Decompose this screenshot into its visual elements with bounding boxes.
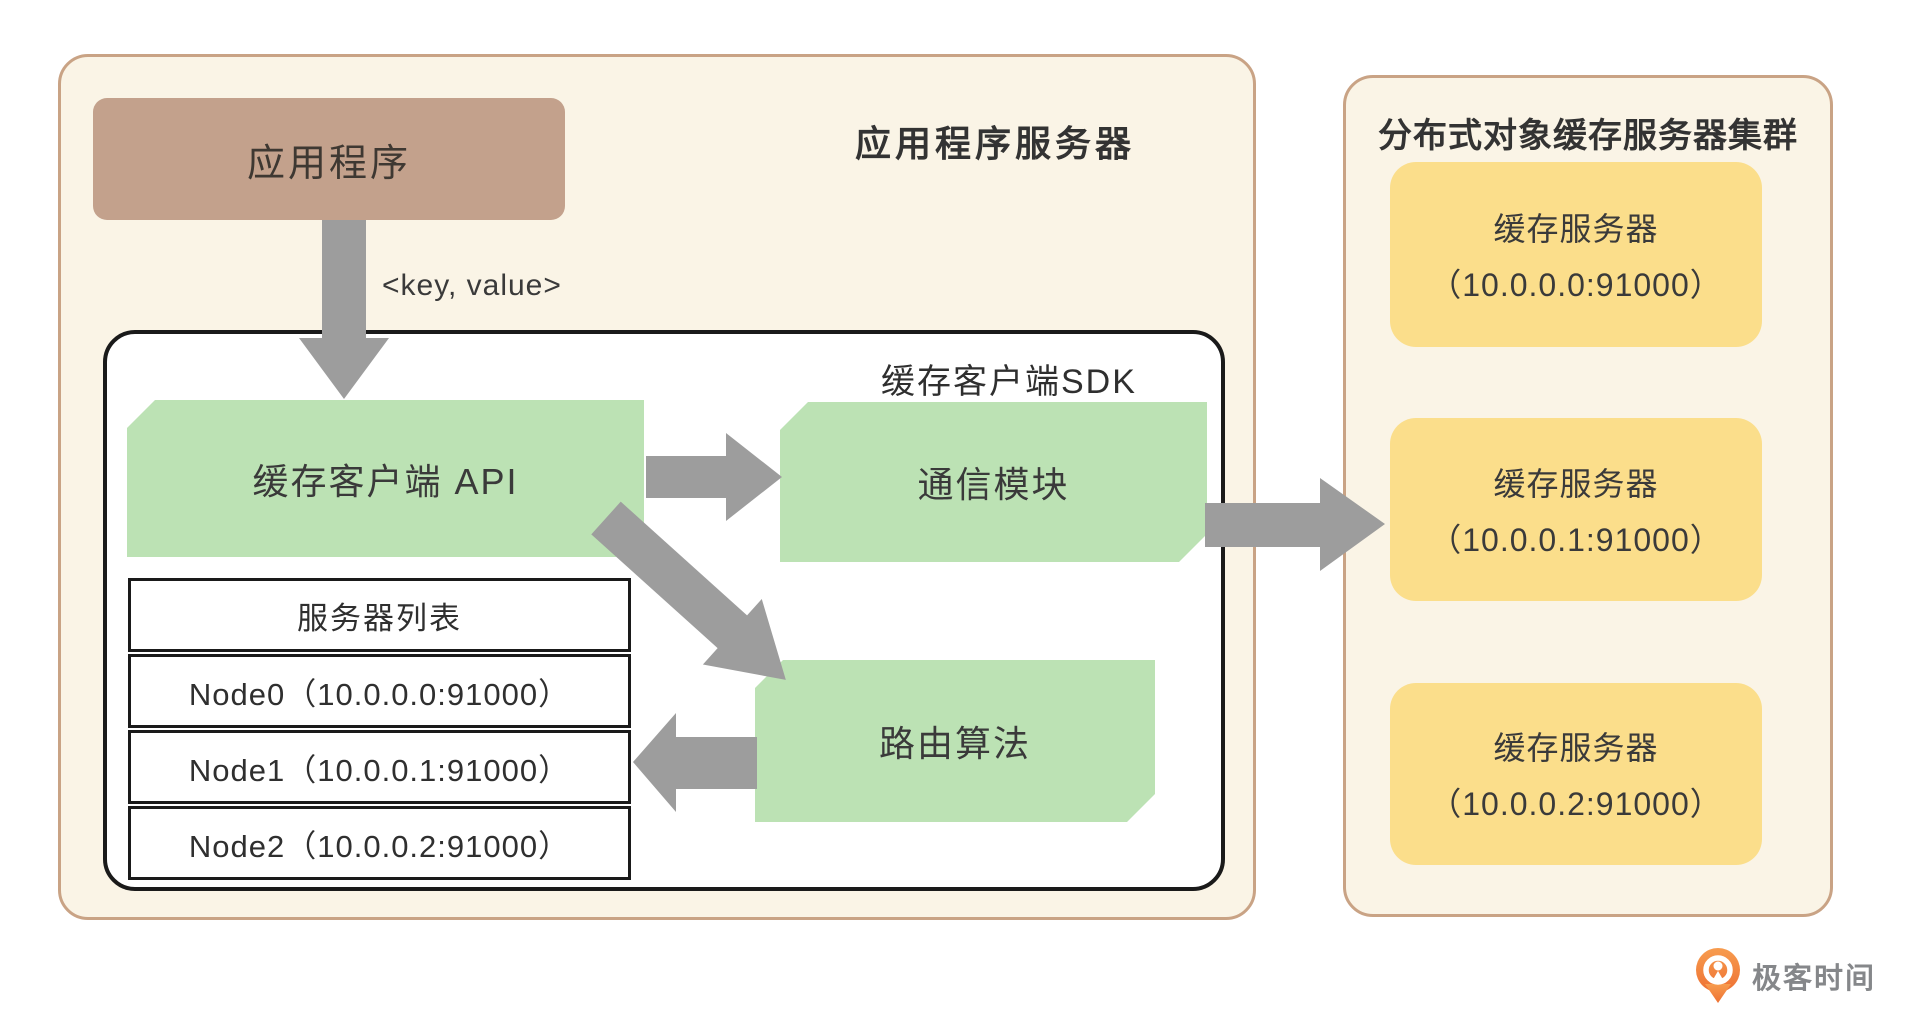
cache-server-box-2: 缓存服务器 （10.0.0.2:91000） bbox=[1390, 683, 1762, 865]
geektime-logo-icon bbox=[1696, 948, 1740, 1003]
cache-cluster-title: 分布式对象缓存服务器集群 bbox=[1378, 117, 1798, 155]
cache-client-api-label: 缓存客户端 API bbox=[252, 460, 519, 502]
cache-server-name: 缓存服务器 bbox=[1493, 210, 1659, 247]
geektime-logo: 极客时间 bbox=[1694, 946, 1876, 1006]
key-value-label: <key, value> bbox=[382, 269, 562, 302]
sdk-title: 缓存客户端SDK bbox=[881, 363, 1137, 401]
cache-server-box-0: 缓存服务器 （10.0.0.0:91000） bbox=[1390, 162, 1762, 347]
geektime-logo-text: 极客时间 bbox=[1752, 963, 1877, 995]
routing-algorithm-box: 路由算法 bbox=[755, 660, 1155, 822]
app-server-container: 应用程序服务器 应用程序 <key, value> 缓存客户端SDK 缓存客户端… bbox=[58, 54, 1256, 920]
application-box-label: 应用程序 bbox=[246, 142, 411, 185]
server-list-row-node2: Node2（10.0.0.2:91000） bbox=[128, 806, 631, 880]
communication-module-label: 通信模块 bbox=[917, 464, 1070, 505]
cache-server-name: 缓存服务器 bbox=[1493, 730, 1659, 766]
cache-cluster-container: 分布式对象缓存服务器集群 缓存服务器 （10.0.0.0:91000） 缓存服务… bbox=[1343, 75, 1833, 917]
cache-server-address: （10.0.0.0:91000） bbox=[1429, 266, 1723, 303]
application-box: 应用程序 bbox=[93, 98, 565, 220]
communication-module-box: 通信模块 bbox=[780, 402, 1207, 562]
cache-server-name: 缓存服务器 bbox=[1493, 465, 1659, 502]
server-list-row-node1: Node1（10.0.0.1:91000） bbox=[128, 730, 631, 804]
cache-client-api-box: 缓存客户端 API bbox=[127, 400, 644, 557]
server-list-row-node0: Node0（10.0.0.0:91000） bbox=[128, 654, 631, 728]
cache-server-address: （10.0.0.2:91000） bbox=[1429, 786, 1723, 822]
cache-server-box-1: 缓存服务器 （10.0.0.1:91000） bbox=[1390, 418, 1762, 601]
cache-server-address: （10.0.0.1:91000） bbox=[1429, 521, 1723, 558]
routing-algorithm-label: 路由算法 bbox=[878, 723, 1031, 764]
server-list-table: 服务器列表 Node0（10.0.0.0:91000） Node1（10.0.0… bbox=[128, 578, 631, 882]
app-server-title: 应用程序服务器 bbox=[855, 123, 1136, 164]
sdk-container: 缓存客户端SDK 缓存客户端 API 通信模块 路由算法 服务器列表 Node0… bbox=[103, 330, 1225, 891]
server-list-header: 服务器列表 bbox=[128, 578, 631, 652]
